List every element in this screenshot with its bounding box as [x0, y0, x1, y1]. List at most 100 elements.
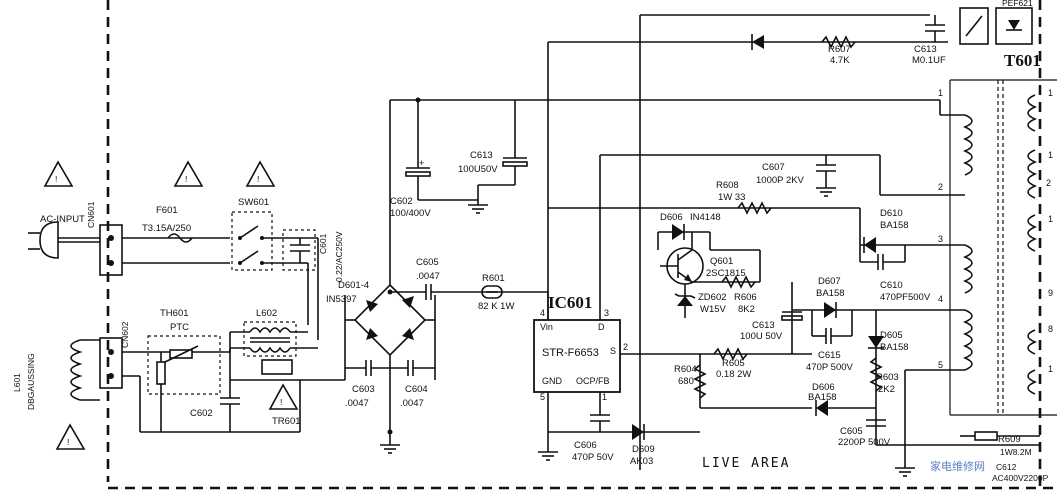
- ic-pin-1: 1: [602, 392, 607, 402]
- c607-ref: C607: [762, 162, 785, 173]
- capacitor-c607-icon: [816, 155, 836, 188]
- r603-value: 2K2: [878, 384, 895, 395]
- ac-input-label: AC-INPUT: [40, 214, 85, 225]
- c601-ref: C601: [318, 233, 328, 254]
- r604-ref: R604: [674, 364, 697, 375]
- d606-bottom-part: BA158: [808, 392, 837, 403]
- cn601-label: CN601: [86, 201, 96, 228]
- r605-value: 0.18 2W: [716, 369, 751, 380]
- capacitor-c610-icon: [859, 245, 906, 270]
- svg-text:!: !: [280, 397, 282, 407]
- fuse-icon: [167, 233, 193, 243]
- transformer-title: T601: [1004, 51, 1041, 70]
- ic-pin-3: 3: [604, 308, 609, 318]
- svg-text:+: +: [419, 158, 424, 168]
- resistor-r605-icon: [713, 347, 748, 361]
- d609-ref: D609: [632, 444, 655, 455]
- r601-value: 82 K 1W: [478, 301, 514, 312]
- c605-ref: C605: [416, 257, 439, 268]
- connector-cn602: [99, 337, 123, 389]
- r603-ref: R603: [876, 372, 899, 383]
- transformer-pin-2: 2: [938, 182, 943, 192]
- transformer-pin-3: 3: [938, 234, 943, 244]
- ground-icon: [380, 444, 400, 454]
- l602-ref: L602: [256, 308, 277, 319]
- r604-value: 680: [678, 376, 694, 387]
- svg-text:!: !: [257, 174, 259, 184]
- resistor-r608-icon: [737, 201, 772, 215]
- c613-top-ref: C613: [470, 150, 493, 161]
- c602-left-ref: C602: [190, 408, 213, 419]
- q601-ref: Q601: [710, 256, 733, 267]
- resistor-r607-icon: [821, 35, 856, 49]
- c606-ref: C606: [574, 440, 597, 451]
- diode-d605-icon: [868, 336, 884, 349]
- d607-ref: D607: [818, 276, 841, 287]
- c605-bottom-value: 2200P 500V: [838, 437, 891, 448]
- electrolytic-capacitor-icon: [781, 311, 803, 321]
- c603-value: .0047: [345, 398, 369, 409]
- d610-part: BA158: [880, 220, 909, 231]
- capacitor-c605-icon: [866, 419, 886, 427]
- r605-ref: R605: [722, 358, 745, 369]
- c603-ref: C603: [352, 384, 375, 395]
- bridge-part: IN5397: [326, 294, 357, 305]
- live-area-label: LIVE AREA: [702, 456, 790, 471]
- diode-d610-icon: [863, 237, 876, 253]
- switch-ref: SW601: [238, 197, 269, 208]
- c613-top-value: 100U50V: [458, 164, 498, 175]
- diode-d606-top-icon: [672, 224, 685, 240]
- transformer-sec-pin: 1: [1048, 150, 1053, 160]
- choke-l602-icon: [243, 321, 297, 357]
- resistor-r606-icon: [721, 275, 756, 289]
- c613-mid-ref: C613: [752, 320, 775, 331]
- capacitor-icon: [390, 284, 485, 300]
- transformer-sec-pin: 1: [1048, 88, 1053, 98]
- l601-ref: L601: [12, 373, 22, 392]
- r608-value: 1W 33: [718, 192, 745, 203]
- photocoupler-icon: [959, 7, 1033, 45]
- c612-value: AC400V2200P: [992, 473, 1049, 483]
- diode-d607-icon: [824, 302, 837, 318]
- power-switch-icon: [231, 211, 273, 271]
- ic-part: STR-F6653: [542, 347, 599, 359]
- zd602-value: W15V: [700, 304, 727, 315]
- resistor-r601-icon: [481, 285, 503, 299]
- c613-opto-ref: C613: [914, 44, 937, 55]
- d605-part: BA158: [880, 342, 909, 353]
- th601-ref: TH601: [160, 308, 189, 319]
- q601-part: 2SC1815: [706, 268, 746, 279]
- connector-cn601: [99, 224, 123, 276]
- r609-ref: R609: [998, 434, 1021, 445]
- ac-plug-icon: [28, 221, 100, 259]
- ic-pin-2: 2: [623, 342, 628, 352]
- transistor-q601-icon: [660, 247, 704, 285]
- r609-value: 1W8.2M: [1000, 447, 1032, 457]
- capacitor-c603-icon: [345, 360, 390, 376]
- c604-value: .0047: [400, 398, 424, 409]
- zener-diode-icon: [674, 293, 696, 306]
- warning-triangle-icon: !: [268, 383, 299, 410]
- transformer-icon: [949, 79, 1057, 416]
- d606-bottom-ref: D606: [812, 382, 835, 393]
- transformer-pin-5: 5: [938, 360, 943, 370]
- c615-value: 470P 500V: [806, 362, 854, 373]
- warning-triangle-icon: !: [173, 160, 204, 187]
- tr601-ref: TR601: [272, 416, 301, 427]
- watermark: 家电维修网: [930, 459, 985, 473]
- ground-icon: [816, 187, 836, 197]
- surge-absorber-icon: [261, 359, 293, 375]
- transformer-sec-pin: 1: [1048, 364, 1053, 374]
- c604-ref: C604: [405, 384, 428, 395]
- transformer-sec-pin: 8: [1048, 324, 1053, 334]
- ic-pin-vin: Vin: [540, 322, 553, 332]
- ground-icon: [468, 204, 488, 214]
- d610-ref: D610: [880, 208, 903, 219]
- electrolytic-capacitor-c613-icon: [477, 100, 528, 205]
- capacitor-icon: [925, 15, 945, 42]
- ic-pin-gnd: GND: [542, 376, 563, 386]
- ic601-body: [533, 319, 621, 393]
- ic-pin-s: S: [610, 346, 616, 356]
- ptc-thermistor-icon: [147, 335, 221, 395]
- c607-value: 1000P 2KV: [756, 175, 805, 186]
